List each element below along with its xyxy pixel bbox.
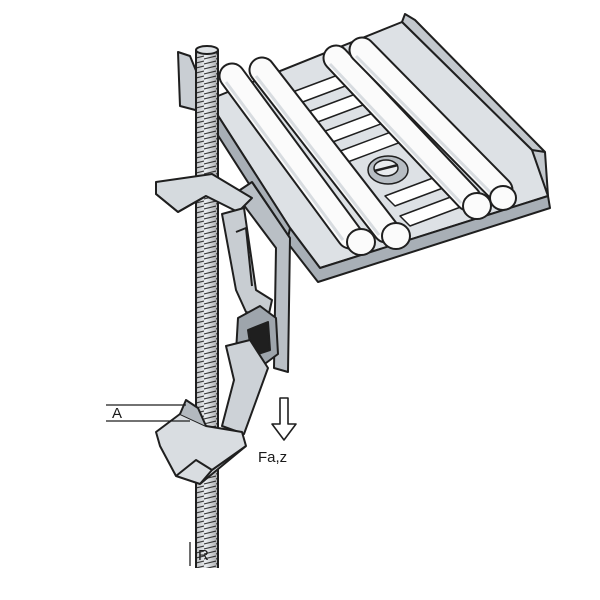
rod-marker [189,542,219,566]
dimension-a-label: A [112,405,122,422]
hanger-bracket [155,173,291,485]
force-arrow-icon [271,397,297,441]
cables [218,36,517,256]
threaded-rod [195,45,219,568]
dimension-a [106,404,190,422]
rod-label: R [198,547,209,564]
tray-screw [367,155,409,185]
force-label: Fa,z [258,449,287,466]
